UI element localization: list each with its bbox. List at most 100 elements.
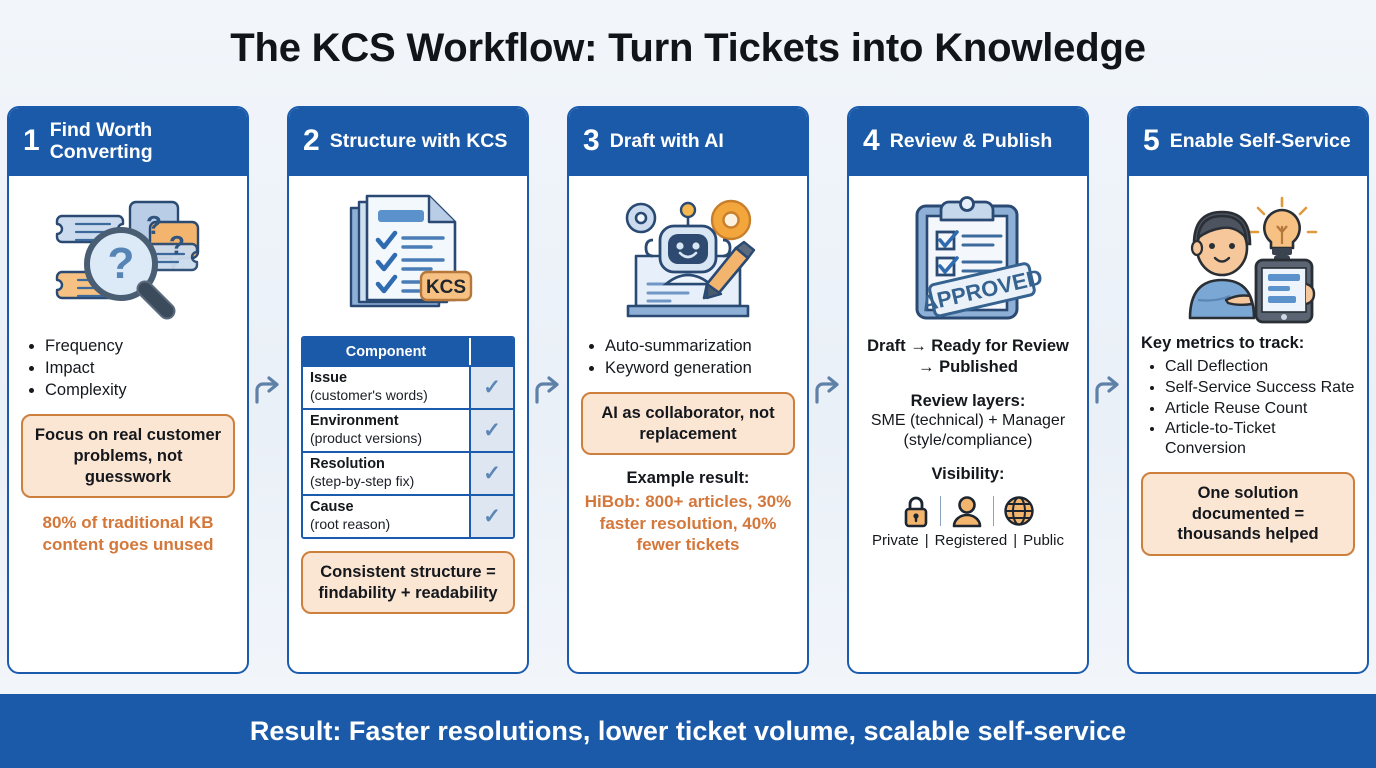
step-card-5[interactable]: 5 Enable Self-Service	[1127, 106, 1369, 674]
check-icon: ✓	[483, 419, 501, 442]
visibility-label-public: Public	[1023, 531, 1064, 549]
visibility-option-private[interactable]	[901, 492, 931, 530]
approved-clipboard-icon: APPROVED	[861, 184, 1075, 332]
visibility-option-public[interactable]	[1003, 492, 1035, 530]
stat-1: 80% of traditional KB content goes unuse…	[42, 513, 214, 554]
review-layers-text: SME (technical) + Manager (style/complia…	[870, 411, 1066, 449]
visibility-label: Visibility:	[931, 464, 1005, 483]
ai-robot-writing-icon	[581, 184, 795, 332]
divider	[940, 495, 941, 526]
list-item: Frequency	[45, 336, 235, 357]
column-header-component: Component	[345, 343, 427, 360]
magnifier-over-tickets-icon: ? ? ?	[21, 184, 235, 332]
step-title-3: Draft with AI	[609, 129, 724, 152]
publish-flow-text: Draft → Ready for Review → Published	[867, 337, 1069, 376]
review-layers-label: Review layers:	[910, 391, 1026, 410]
check-icon: ✓	[483, 462, 501, 485]
lock-icon	[901, 492, 931, 530]
row-name: Issue	[310, 370, 348, 386]
result-text: Result: Faster resolutions, lower ticket…	[249, 715, 1127, 746]
check-icon: ✓	[483, 376, 501, 399]
page-title: The KCS Workflow: Turn Tickets into Know…	[230, 25, 1146, 70]
separator: |	[1013, 531, 1018, 549]
step-body-1: ? ? ? Frequency Impact Complexity	[9, 176, 247, 672]
visibility-label-private: Private	[872, 531, 919, 549]
step-body-3: Auto-summarization Keyword generation AI…	[569, 176, 807, 672]
table-row: Issue (customer's words) ✓	[303, 365, 513, 408]
arrow-right-icon	[249, 106, 287, 694]
list-item: Call Deflection	[1165, 357, 1355, 377]
arrow-right-icon	[529, 106, 567, 694]
example-result-label: Example result:	[626, 469, 750, 488]
criteria-list-1: Frequency Impact Complexity	[21, 336, 235, 402]
check-icon: ✓	[483, 505, 501, 528]
svg-text:?: ?	[169, 230, 185, 260]
step-number-4: 4	[863, 124, 880, 157]
visibility-labels-row: Private | Registered | Public	[872, 532, 1064, 549]
globe-icon	[1003, 492, 1035, 530]
step-title-2: Structure with KCS	[329, 129, 508, 152]
table-row: Environment (product versions) ✓	[303, 408, 513, 451]
callout-5: One solution documented = thousands help…	[1141, 472, 1355, 557]
column-header-check	[469, 338, 513, 365]
table-header-row: Component	[303, 338, 513, 365]
step-card-1[interactable]: 1 Find Worth Converting	[7, 106, 249, 674]
step-header-4: 4 Review & Publish	[849, 108, 1087, 176]
divider	[993, 495, 994, 526]
list-item: Self-Service Success Rate	[1165, 378, 1355, 398]
step-header-2: 2 Structure with KCS	[289, 108, 527, 176]
person-with-tablet-idea-icon	[1141, 184, 1355, 332]
step-number-5: 5	[1143, 124, 1160, 157]
svg-text:?: ?	[108, 239, 135, 288]
workflow-steps: 1 Find Worth Converting	[0, 96, 1376, 694]
table-row: Cause (root reason) ✓	[303, 494, 513, 537]
stat-3: HiBob: 800+ articles, 30% faster resolut…	[584, 492, 792, 555]
step-number-1: 1	[23, 124, 40, 157]
step-body-4: APPROVED Draft → Ready for Review → Publ…	[849, 176, 1087, 672]
ai-capabilities-list: Auto-summarization Keyword generation	[581, 336, 795, 380]
step-title-4: Review & Publish	[889, 129, 1053, 152]
person-icon	[950, 492, 984, 530]
list-item: Auto-summarization	[605, 336, 795, 357]
table-row: Resolution (step-by-step fix) ✓	[303, 451, 513, 494]
row-name: Cause	[310, 499, 354, 515]
key-metrics-label: Key metrics to track:	[1141, 334, 1305, 352]
svg-text:KCS: KCS	[426, 277, 466, 298]
row-name: Resolution	[310, 456, 385, 472]
visibility-option-registered[interactable]	[950, 492, 984, 530]
callout-2: Consistent structure = findability + rea…	[301, 551, 515, 615]
step-number-3: 3	[583, 124, 600, 157]
step-title-5: Enable Self-Service	[1169, 129, 1351, 152]
separator: |	[924, 531, 929, 549]
row-sub: (product versions)	[310, 430, 423, 447]
page-title-bar: The KCS Workflow: Turn Tickets into Know…	[0, 0, 1376, 96]
kcs-checklist-document-icon: KCS	[301, 184, 515, 332]
step-body-5: Key metrics to track: Call Deflection Se…	[1129, 176, 1367, 672]
step-card-3[interactable]: 3 Draft with AI	[567, 106, 809, 674]
step-card-2[interactable]: 2 Structure with KCS	[287, 106, 529, 674]
step-header-5: 5 Enable Self-Service	[1129, 108, 1367, 176]
arrow-right-icon	[1089, 106, 1127, 694]
step-number-2: 2	[303, 124, 320, 157]
component-table: Component Issue (customer's words) ✓ Env…	[301, 336, 515, 539]
callout-3: AI as collaborator, not replacement	[581, 392, 795, 456]
list-item: Impact	[45, 358, 235, 379]
step-card-4[interactable]: 4 Review & Publish	[847, 106, 1089, 674]
visibility-icons-row	[861, 492, 1075, 530]
list-item: Article-to-Ticket Conversion	[1165, 419, 1355, 459]
metrics-list: Call Deflection Self-Service Success Rat…	[1141, 357, 1355, 460]
result-banner: Result: Faster resolutions, lower ticket…	[0, 694, 1376, 768]
list-item: Keyword generation	[605, 358, 795, 379]
list-item: Complexity	[45, 380, 235, 401]
callout-1: Focus on real customer problems, not gue…	[21, 414, 235, 499]
row-sub: (root reason)	[310, 516, 391, 533]
visibility-label-registered: Registered	[934, 531, 1008, 549]
row-name: Environment	[310, 413, 399, 429]
step-header-3: 3 Draft with AI	[569, 108, 807, 176]
step-title-1: Find Worth Converting	[49, 118, 153, 163]
list-item: Article Reuse Count	[1165, 399, 1355, 419]
step-header-1: 1 Find Worth Converting	[9, 108, 247, 176]
step-body-2: KCS Component Issue (customer's words) ✓	[289, 176, 527, 672]
svg-text:?: ?	[146, 210, 162, 240]
